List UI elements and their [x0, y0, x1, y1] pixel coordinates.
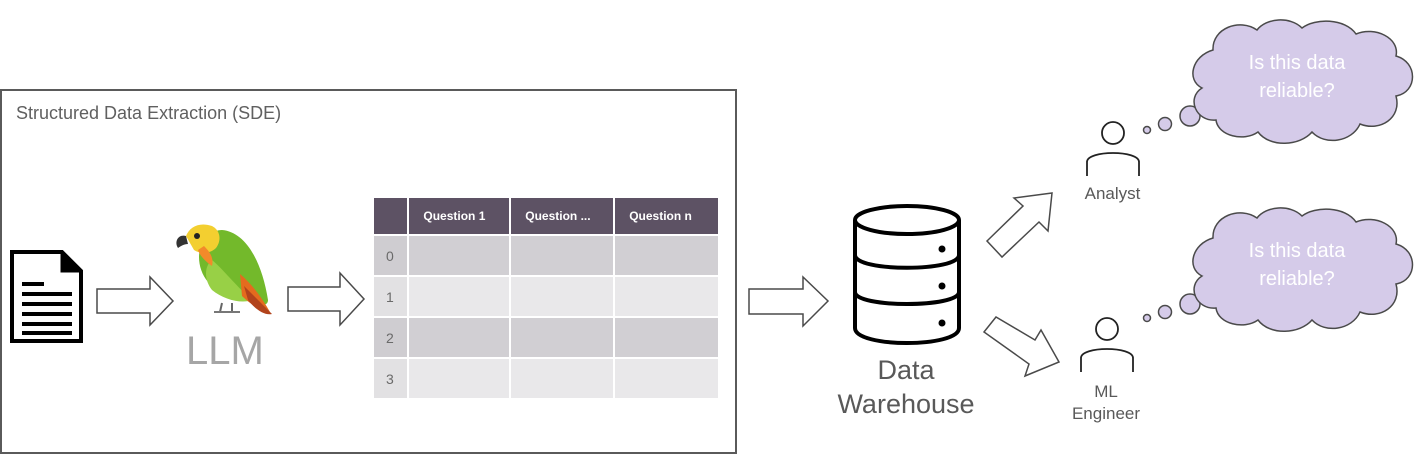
arrow-to-ml-engineer	[982, 316, 1061, 378]
table-cell	[615, 359, 718, 398]
analyst-thought-dots	[1142, 105, 1201, 135]
table-cell	[511, 236, 614, 275]
table-cell	[615, 318, 718, 357]
warehouse-label-line2: Warehouse	[837, 389, 975, 419]
table-row: 0	[374, 236, 718, 275]
extraction-table: Question 1 Question ... Question n 0 1 2…	[372, 196, 720, 400]
document-icon	[10, 250, 83, 343]
data-warehouse-label: Data Warehouse	[826, 353, 986, 421]
row-index: 1	[374, 277, 408, 316]
database-icon	[853, 204, 961, 345]
table-header-index	[374, 198, 408, 234]
row-index: 3	[374, 359, 408, 398]
table-header-row: Question 1 Question ... Question n	[374, 198, 718, 234]
analyst-thought-cloud	[1192, 19, 1414, 144]
table-row: 3	[374, 359, 718, 398]
table-cell	[615, 277, 718, 316]
ml-engineer-thought-dots	[1142, 293, 1201, 323]
ml-label-line1: ML	[1094, 382, 1118, 401]
table-cell	[511, 277, 614, 316]
ml-engineer-label: ML Engineer	[1060, 381, 1152, 425]
ml-engineer-person-icon	[1080, 317, 1134, 372]
row-index: 0	[374, 236, 408, 275]
table-cell	[511, 359, 614, 398]
warehouse-label-line1: Data	[877, 355, 935, 385]
table-cell	[409, 277, 510, 316]
arrow-doc-to-llm	[96, 275, 175, 327]
table-header-question-n: Question n	[615, 198, 718, 234]
ml-engineer-thought-text: Is this data reliable?	[1248, 240, 1346, 290]
analyst-label: Analyst	[1084, 184, 1141, 203]
ml-engineer-thought-cloud	[1192, 207, 1414, 332]
analyst-person-icon	[1086, 121, 1140, 176]
arrow-sde-to-warehouse	[748, 275, 830, 328]
arrow-to-analyst	[985, 192, 1053, 259]
table-cell	[409, 318, 510, 357]
table-header-question-ellipsis: Question ...	[511, 198, 614, 234]
ml-label-line2: Engineer	[1071, 404, 1141, 423]
sde-container	[0, 89, 737, 454]
table-header-question-1: Question 1	[409, 198, 510, 234]
table-row: 2	[374, 318, 718, 357]
analyst-thought-text: Is this data reliable?	[1248, 52, 1346, 102]
table-cell	[511, 318, 614, 357]
table-cell	[615, 236, 718, 275]
table-cell	[409, 359, 510, 398]
sde-title: Structured Data Extraction (SDE)	[16, 103, 282, 123]
llm-label: LLM	[186, 329, 264, 373]
row-index: 2	[374, 318, 408, 357]
table-cell	[409, 236, 510, 275]
parrot-icon	[176, 224, 272, 315]
arrow-llm-to-table	[287, 271, 366, 327]
table-row: 1	[374, 277, 718, 316]
